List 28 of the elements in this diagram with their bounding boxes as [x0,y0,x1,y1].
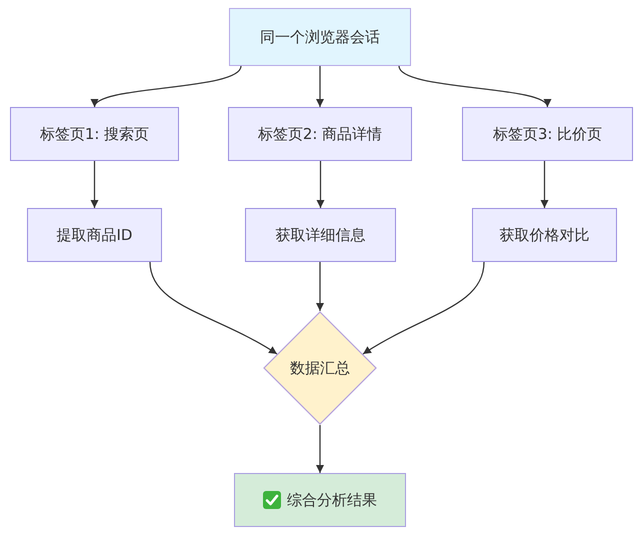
arrow [316,66,324,107]
node-label: 提取商品ID [56,226,132,244]
process-box [10,107,179,161]
process-box [462,107,633,161]
arrow [362,262,485,354]
arrow [316,425,324,473]
process-box [229,8,411,66]
arrow [149,262,278,354]
node-label: 标签页3: 比价页 [492,124,602,144]
process-box [245,208,396,262]
arrow [398,66,548,108]
node-label: 标签页2: 商品详情 [258,124,382,144]
node-label: 获取详细信息 [276,226,366,244]
result-box [234,473,406,527]
process-box [27,208,162,262]
arrow [316,161,324,208]
arrow [540,161,548,208]
process-box [228,107,412,161]
node-label: 获取价格对比 [500,226,590,244]
node-label: 标签页1: 搜索页 [40,124,150,144]
decision-diamond [263,311,377,425]
node-label: 同一个浏览器会话 [260,28,380,46]
arrow [94,66,242,108]
arrow [90,161,98,208]
node-label: 综合分析结果 [287,490,377,510]
process-box [472,208,617,262]
arrow [316,262,324,311]
node-label: 数据汇总 [290,358,350,378]
